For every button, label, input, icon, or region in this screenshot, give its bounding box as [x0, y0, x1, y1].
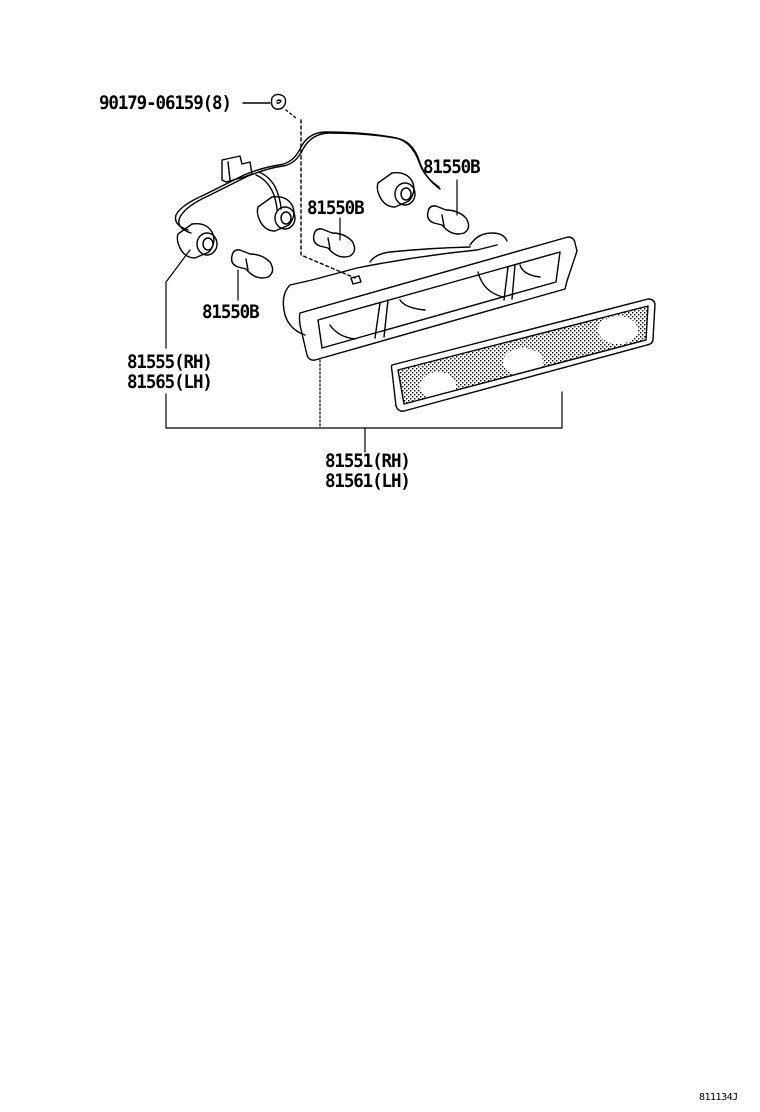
- lamp-lens: [390, 298, 656, 412]
- label-bulb-top-right: 81550B: [423, 156, 481, 178]
- leader-lines: [165, 179, 563, 453]
- label-lamp-rh: 81551(RH): [325, 450, 411, 472]
- diagram-reference-code: 811134J: [699, 1092, 738, 1103]
- label-lamp-part-numbers: 81551(RH) 81561(LH): [325, 450, 411, 492]
- label-screw-part-number: 90179-06159(8): [99, 92, 232, 114]
- bulb-icon: [230, 205, 470, 279]
- lamp-housing: [282, 232, 578, 361]
- screw-icon: [242, 93, 356, 279]
- wiring-harness: [174, 131, 441, 234]
- label-lamp-lh: 81561(LH): [325, 470, 411, 492]
- label-socket-lh: 81565(LH): [127, 371, 213, 393]
- label-bulb-left: 81550B: [202, 301, 260, 323]
- socket-icon: [176, 171, 416, 259]
- label-socket-part-numbers: 81555(RH) 81565(LH): [127, 351, 213, 393]
- label-bulb-top-center: 81550B: [307, 197, 365, 219]
- label-socket-rh: 81555(RH): [127, 351, 213, 373]
